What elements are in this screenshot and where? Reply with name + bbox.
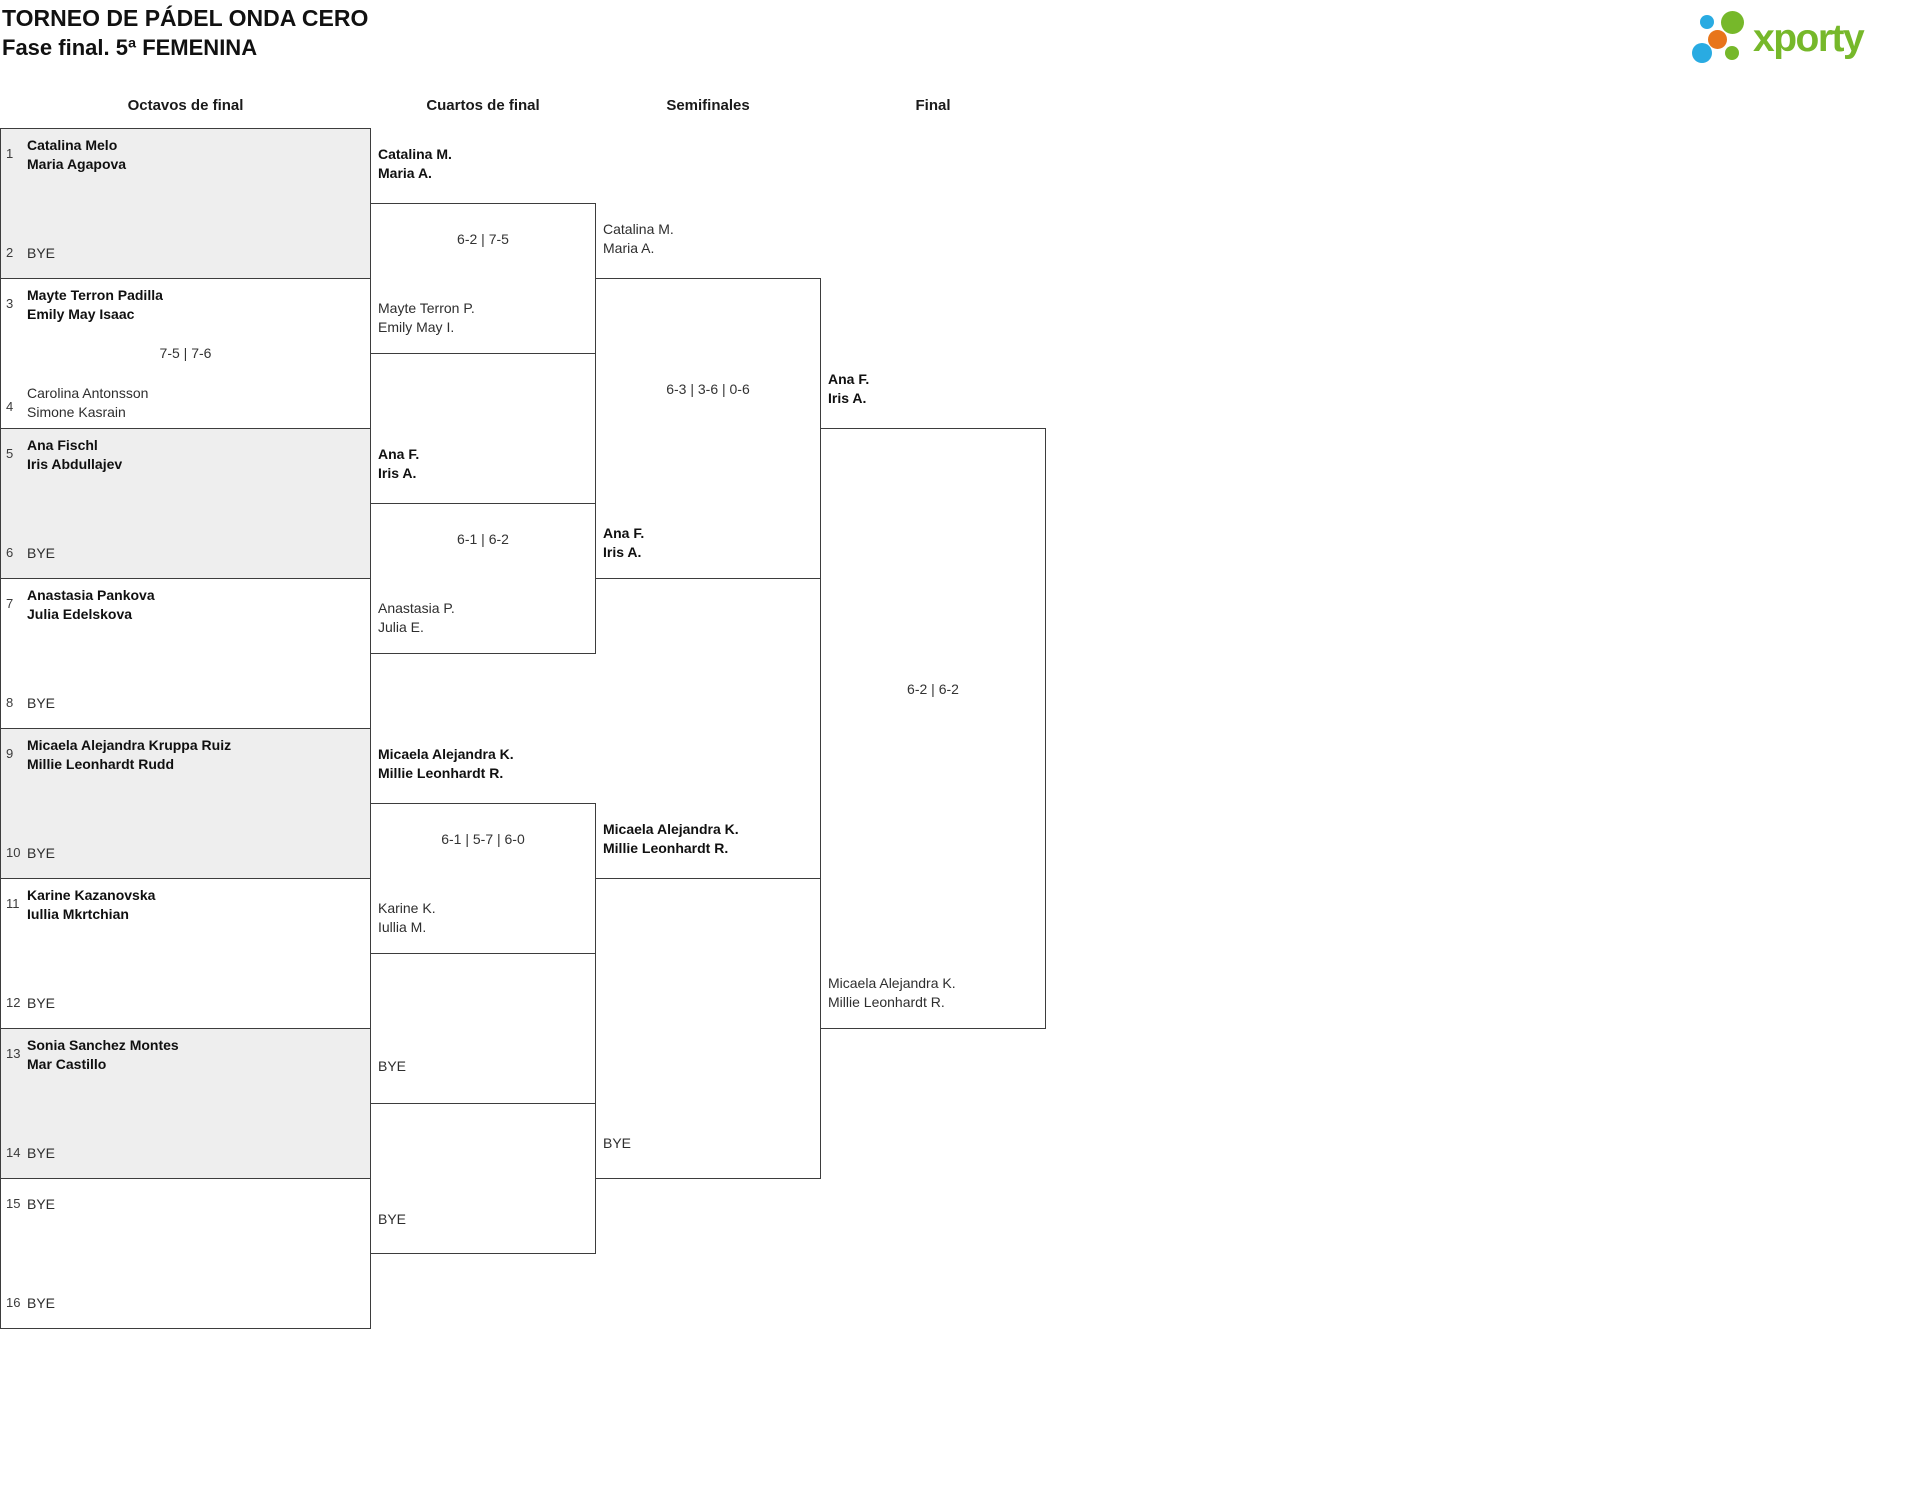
logo-dot-green-large-icon bbox=[1721, 11, 1744, 34]
seed-14: 14 bbox=[6, 1145, 21, 1160]
qf-1-score: 6-2 | 7-5 bbox=[457, 231, 509, 247]
logo-dot-blue-small-icon bbox=[1700, 15, 1714, 29]
final-score: 6-2 | 6-2 bbox=[907, 681, 959, 697]
seed-5: 5 bbox=[6, 446, 14, 461]
seed-3: 3 bbox=[6, 296, 14, 311]
page-title-block: TORNEO DE PÁDEL ONDA CERO Fase final. 5ª… bbox=[2, 3, 368, 63]
r16-4-bottom-team: BYE bbox=[27, 695, 56, 711]
r16-match-1-box bbox=[0, 128, 371, 279]
r16-1-bottom-team: BYE bbox=[27, 245, 56, 261]
r16-5-bottom-team: BYE bbox=[27, 845, 56, 861]
qf-3-score: 6-1 | 5-7 | 6-0 bbox=[441, 831, 525, 847]
tournament-title: TORNEO DE PÁDEL ONDA CERO bbox=[2, 5, 369, 31]
seed-2: 2 bbox=[6, 245, 14, 260]
qf-match-3-box bbox=[370, 803, 596, 954]
seed-9: 9 bbox=[6, 746, 14, 761]
sf-2-top-team: Micaela Alejandra K.Millie Leonhardt R. bbox=[603, 821, 739, 856]
phase-subtitle: Fase final. 5ª FEMENINA bbox=[2, 35, 258, 60]
r16-match-5-box bbox=[0, 728, 371, 879]
final-match-box bbox=[820, 428, 1046, 1029]
r16-2-score: 7-5 | 7-6 bbox=[159, 345, 212, 361]
seed-7: 7 bbox=[6, 596, 14, 611]
sf-1-bottom-team: Ana F.Iris A. bbox=[603, 525, 645, 560]
qf-1-bottom-team: Mayte Terron P.Emily May I. bbox=[378, 300, 475, 335]
seed-4: 4 bbox=[6, 399, 14, 414]
column-header-final: Final bbox=[915, 97, 951, 114]
seed-16: 16 bbox=[6, 1295, 21, 1310]
r16-match-4-box bbox=[0, 578, 371, 729]
logo-dot-orange-icon bbox=[1708, 30, 1727, 49]
qf-2-bottom-team: Anastasia P.Julia E. bbox=[378, 600, 455, 635]
r16-match-8-box bbox=[0, 1178, 371, 1329]
r16-3-bottom-team: BYE bbox=[27, 545, 56, 561]
column-header-cuartos: Cuartos de final bbox=[426, 97, 540, 114]
r16-7-bottom-team: BYE bbox=[27, 1145, 56, 1161]
xporty-logo: xporty bbox=[1683, 2, 1913, 74]
seed-11: 11 bbox=[6, 896, 20, 911]
seed-13: 13 bbox=[6, 1046, 21, 1061]
seed-6: 6 bbox=[6, 545, 14, 560]
final-top-team: Ana F.Iris A. bbox=[828, 371, 870, 406]
r16-match-2-box bbox=[0, 278, 371, 429]
sf-1-top-team: Catalina M.Maria A. bbox=[603, 221, 674, 256]
qf-3-bottom-team: Karine K.Iullia M. bbox=[378, 900, 436, 935]
qf-3-top-team: Micaela Alejandra K.Millie Leonhardt R. bbox=[378, 746, 514, 781]
sf-1-score: 6-3 | 3-6 | 0-6 bbox=[666, 381, 750, 397]
qf-2-score: 6-1 | 6-2 bbox=[457, 531, 509, 547]
column-header-octavos: Octavos de final bbox=[127, 97, 244, 114]
qf-4-top-team: BYE bbox=[378, 1058, 407, 1074]
r16-8-top-team: BYE bbox=[27, 1196, 56, 1212]
qf-1-top-team: Catalina M.Maria A. bbox=[378, 146, 452, 181]
qf-match-2-box bbox=[370, 503, 596, 654]
sf-match-2-box bbox=[595, 878, 821, 1179]
r16-match-7-box bbox=[0, 1028, 371, 1179]
logo-dot-blue-large-icon bbox=[1692, 43, 1712, 63]
r16-6-bottom-team: BYE bbox=[27, 995, 56, 1011]
final-bottom-team: Micaela Alejandra K.Millie Leonhardt R. bbox=[828, 975, 956, 1010]
qf-match-4-box bbox=[370, 1103, 596, 1254]
qf-4-bottom-team: BYE bbox=[378, 1211, 407, 1227]
qf-match-1-box bbox=[370, 203, 596, 354]
qf-2-top-team: Ana F.Iris A. bbox=[378, 446, 420, 481]
seed-1: 1 bbox=[6, 146, 14, 161]
column-header-semifinales: Semifinales bbox=[666, 97, 750, 114]
seed-8: 8 bbox=[6, 695, 14, 710]
seed-10: 10 bbox=[6, 845, 21, 860]
logo-dot-green-small-icon bbox=[1725, 46, 1739, 60]
sf-2-bottom-team: BYE bbox=[603, 1135, 632, 1151]
seed-15: 15 bbox=[6, 1196, 21, 1211]
seed-12: 12 bbox=[6, 995, 21, 1010]
r16-match-6-box bbox=[0, 878, 371, 1029]
r16-8-bottom-team: BYE bbox=[27, 1295, 56, 1311]
xporty-logo-text: xporty bbox=[1753, 17, 1865, 60]
